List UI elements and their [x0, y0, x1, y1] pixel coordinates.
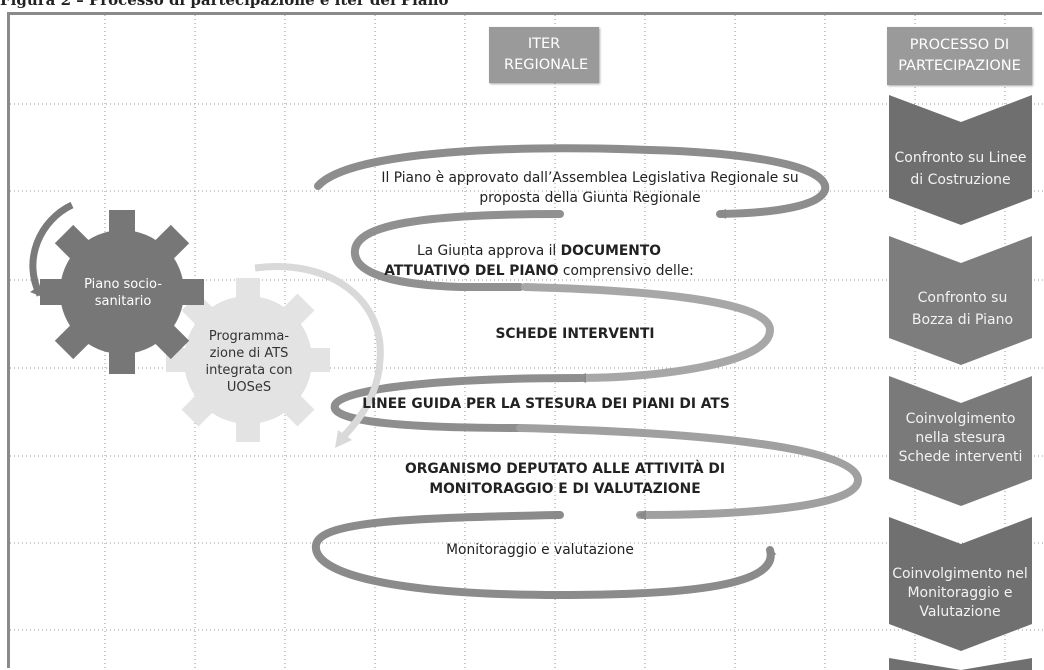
- participation-item-4: Coinvolgimento nel Monitoraggio e Valuta…: [892, 566, 1028, 620]
- light-cycle-arrow: [254, 263, 384, 443]
- piano-socio-sanitario-label: Piano socio-sanitario: [84, 277, 162, 309]
- chevron-3: [889, 376, 1032, 506]
- processo-partecipazione-header: PROCESSO DI PARTECIPAZIONE: [887, 27, 1032, 85]
- iter-regionale-label: ITER REGIONALE: [504, 36, 589, 73]
- step-organismo-deputato: ORGANISMO DEPUTATO ALLE ATTIVITÀ DI MONI…: [405, 461, 725, 497]
- processo-partecipazione-label: PROCESSO DI PARTECIPAZIONE: [898, 37, 1021, 74]
- spiral-arrow-4: [330, 374, 584, 432]
- chevron-1: [889, 95, 1032, 225]
- participation-item-3: Coinvolgimento nella stesura Schede inte…: [898, 411, 1023, 465]
- chevron-5-edge: [889, 658, 1032, 670]
- programmazione-ats-label: Programma-zione di ATS integrata con UOS…: [205, 329, 293, 395]
- piano-gear: [40, 210, 204, 374]
- programmazione-gear: [166, 278, 330, 442]
- step2-suffix: comprensivo delle:: [562, 263, 694, 279]
- participation-item-1: Confronto su Linee di Costruzione: [894, 150, 1027, 188]
- step-documento-attuativo: La Giunta approva il DOCUMENTO ATTUATIVO…: [374, 241, 704, 281]
- chevron-4: [889, 517, 1032, 651]
- spiral-arrow-6: [311, 511, 777, 600]
- spiral-arrow-3: [521, 283, 775, 383]
- step-schede-interventi: SCHEDE INTERVENTI: [495, 326, 655, 342]
- step-approvazione-piano: Il Piano è approvato dall’Assemblea Legi…: [381, 170, 799, 206]
- participation-chevrons: [889, 95, 1032, 670]
- light-arrow-head: [335, 430, 352, 448]
- diagram-frame: [7, 12, 1042, 668]
- figure-caption: Figura 2 – Processo di partecipazione e …: [0, 0, 449, 9]
- iter-regionale-header: ITER REGIONALE: [489, 27, 599, 83]
- spiral-arrow-1: [314, 144, 830, 219]
- dark-cycle-arrow: [29, 201, 74, 297]
- step-linee-guida: LINEE GUIDA PER LA STESURA DEI PIANI DI …: [362, 396, 730, 412]
- participation-item-2: Confronto su Bozza di Piano: [911, 290, 1014, 328]
- chevron-2: [889, 236, 1032, 365]
- step2-bold: DOCUMENTO ATTUATIVO DEL PIANO: [384, 243, 661, 279]
- spiral-arrow-5: [516, 424, 863, 520]
- spiral-arrow-2: [350, 210, 564, 291]
- step-monitoraggio: Monitoraggio e valutazione: [446, 542, 634, 558]
- step2-prefix: La Giunta approva il: [417, 243, 557, 259]
